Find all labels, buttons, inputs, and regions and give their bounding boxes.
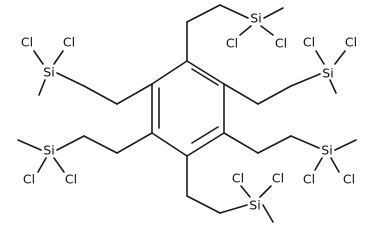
- chain-bond: [223, 83, 259, 105]
- chain-bond: [83, 135, 118, 154]
- silicon-bond: [260, 25, 274, 36]
- silicon-bond: [33, 50, 44, 65]
- ring-bond: [186, 60, 225, 85]
- chlorine-atom-label: Cl: [345, 35, 357, 50]
- chlorine-atom-label: Cl: [303, 35, 315, 50]
- silicon-bond: [334, 50, 346, 65]
- ring-bond: [186, 132, 225, 157]
- chlorine-atom-label: Cl: [226, 36, 238, 51]
- ring-double-bond: [191, 68, 219, 86]
- chain-bond: [257, 135, 292, 154]
- silicon-bond: [239, 25, 252, 36]
- silicon-bond: [263, 7, 284, 19]
- chain-bond: [186, 4, 221, 23]
- chain-bond: [223, 132, 259, 154]
- silicon-atom-label: Si: [249, 198, 260, 213]
- chlorine-atom-label: Cl: [232, 171, 244, 186]
- chain-bond: [116, 132, 153, 154]
- chain-bond: [186, 195, 221, 214]
- chlorine-atom-label: Cl: [272, 171, 284, 186]
- chlorine-atom-label: Cl: [23, 172, 35, 187]
- silicon-bond: [329, 79, 337, 94]
- ring-double-bond: [191, 126, 219, 144]
- silicon-bond: [240, 185, 251, 198]
- chlorine-atom-label: Cl: [275, 36, 287, 51]
- chain-bond: [116, 83, 153, 105]
- silicon-bond: [315, 50, 325, 65]
- silicon-bond: [290, 73, 321, 87]
- ring-bond: [151, 60, 188, 85]
- silicon-bond: [219, 204, 248, 214]
- bond-layer: [17, 4, 357, 223]
- silicon-bond: [330, 157, 340, 173]
- silicon-bond: [290, 135, 320, 149]
- silicon-bond: [259, 185, 272, 198]
- chlorine-atom-label: Cl: [343, 172, 355, 187]
- silicon-atom-label: Si: [250, 11, 261, 26]
- silicon-bond: [56, 72, 85, 87]
- chain-bond: [83, 85, 118, 105]
- silicon-bond: [38, 79, 46, 96]
- silicon-bond: [37, 157, 47, 173]
- silicon-bond: [56, 135, 85, 151]
- silicon-bond: [334, 139, 357, 151]
- ring-bond: [151, 132, 188, 157]
- silicon-atom-label: Si: [43, 143, 54, 158]
- silicon-atom-label: Si: [321, 143, 332, 158]
- chlorine-atom-label: Cl: [21, 35, 33, 50]
- chlorine-atom-label: Cl: [63, 35, 75, 50]
- silicon-atom-label: Si: [322, 66, 333, 81]
- silicon-bond: [17, 139, 42, 151]
- silicon-bond: [219, 4, 249, 19]
- chlorine-atom-label: Cl: [65, 172, 77, 187]
- silicon-bond: [314, 157, 323, 171]
- silicon-atom-label: Si: [43, 65, 54, 80]
- silicon-bond: [53, 157, 65, 173]
- silicon-bond: [53, 50, 64, 65]
- silicon-bond: [262, 204, 274, 223]
- chain-bond: [257, 85, 292, 105]
- chlorine-atom-label: Cl: [303, 172, 315, 187]
